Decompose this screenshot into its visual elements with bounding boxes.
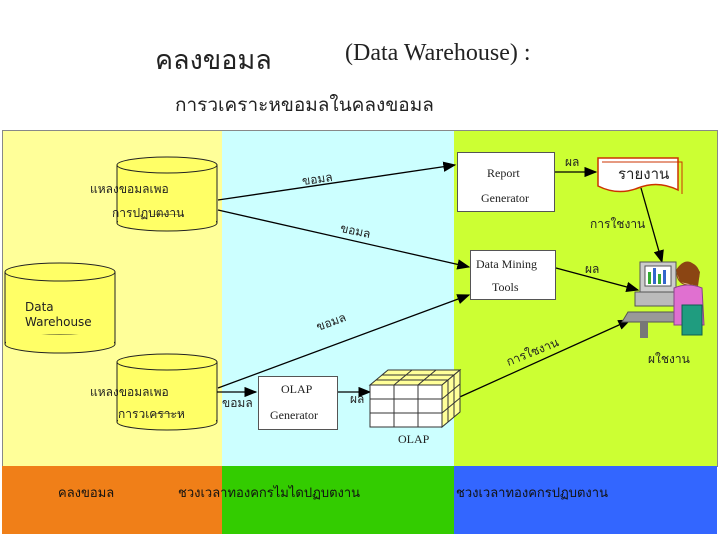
operational-db-label-2: การปฏบตงาน: [112, 206, 185, 220]
warehouse-label-1: Data: [25, 300, 54, 314]
report-generator-label-1: Report: [487, 166, 520, 180]
arrow-label-result-3: ผล: [350, 392, 365, 406]
arrow-label-data-4: ขอมล: [222, 396, 253, 410]
title-thai: คลงขอมล: [155, 45, 272, 76]
analysis-db-label-1: แหลงขอมลเพอ: [90, 385, 169, 399]
subtitle: การวเคราะหขอมลในคลงขอมล: [175, 94, 434, 116]
footer-warehouse-label: คลงขอมล: [58, 486, 115, 501]
footer-offline: [222, 466, 454, 534]
olap-cube-label: OLAP: [398, 432, 430, 446]
arrow-label-result-2: ผล: [585, 262, 600, 276]
olap-generator-label-1: OLAP: [281, 382, 313, 396]
olap-cube-icon: [368, 368, 462, 429]
data-mining-box: [470, 250, 556, 300]
title-english: (Data Warehouse) :: [345, 40, 531, 66]
report-generator-box: [457, 152, 555, 212]
arrow-label-use-1: การใชงาน: [590, 217, 646, 231]
report-generator-label-2: Generator: [481, 191, 529, 205]
report-document-icon: [597, 157, 683, 194]
report-document-label: รายงาน: [618, 165, 670, 183]
operational-db-label-1: แหลงขอมลเพอ: [90, 182, 169, 196]
footer-online-label: ชวงเวลาทองคกรปฏบตงาน: [456, 486, 608, 501]
data-mining-label-1: Data Mining: [476, 257, 537, 271]
user-computer-icon: [621, 261, 705, 338]
footer-online: [454, 466, 717, 534]
data-mining-label-2: Tools: [492, 280, 519, 294]
footer-offline-label: ชวงเวลาทองคกรไมไดปฏบตงาน: [178, 486, 361, 501]
data-warehouse-icon: [4, 262, 116, 354]
analysis-database-icon: [116, 353, 218, 431]
warehouse-label-2: Warehouse: [25, 315, 92, 329]
olap-generator-label-2: Generator: [270, 408, 318, 422]
user-label: ผใชงาน: [648, 352, 690, 366]
footer-warehouse: [2, 466, 222, 534]
olap-generator-box: [258, 376, 338, 430]
arrow-label-result-1: ผล: [565, 155, 580, 169]
operational-database-icon: [116, 156, 218, 232]
analysis-db-label-2: การวเคราะห: [118, 407, 185, 421]
